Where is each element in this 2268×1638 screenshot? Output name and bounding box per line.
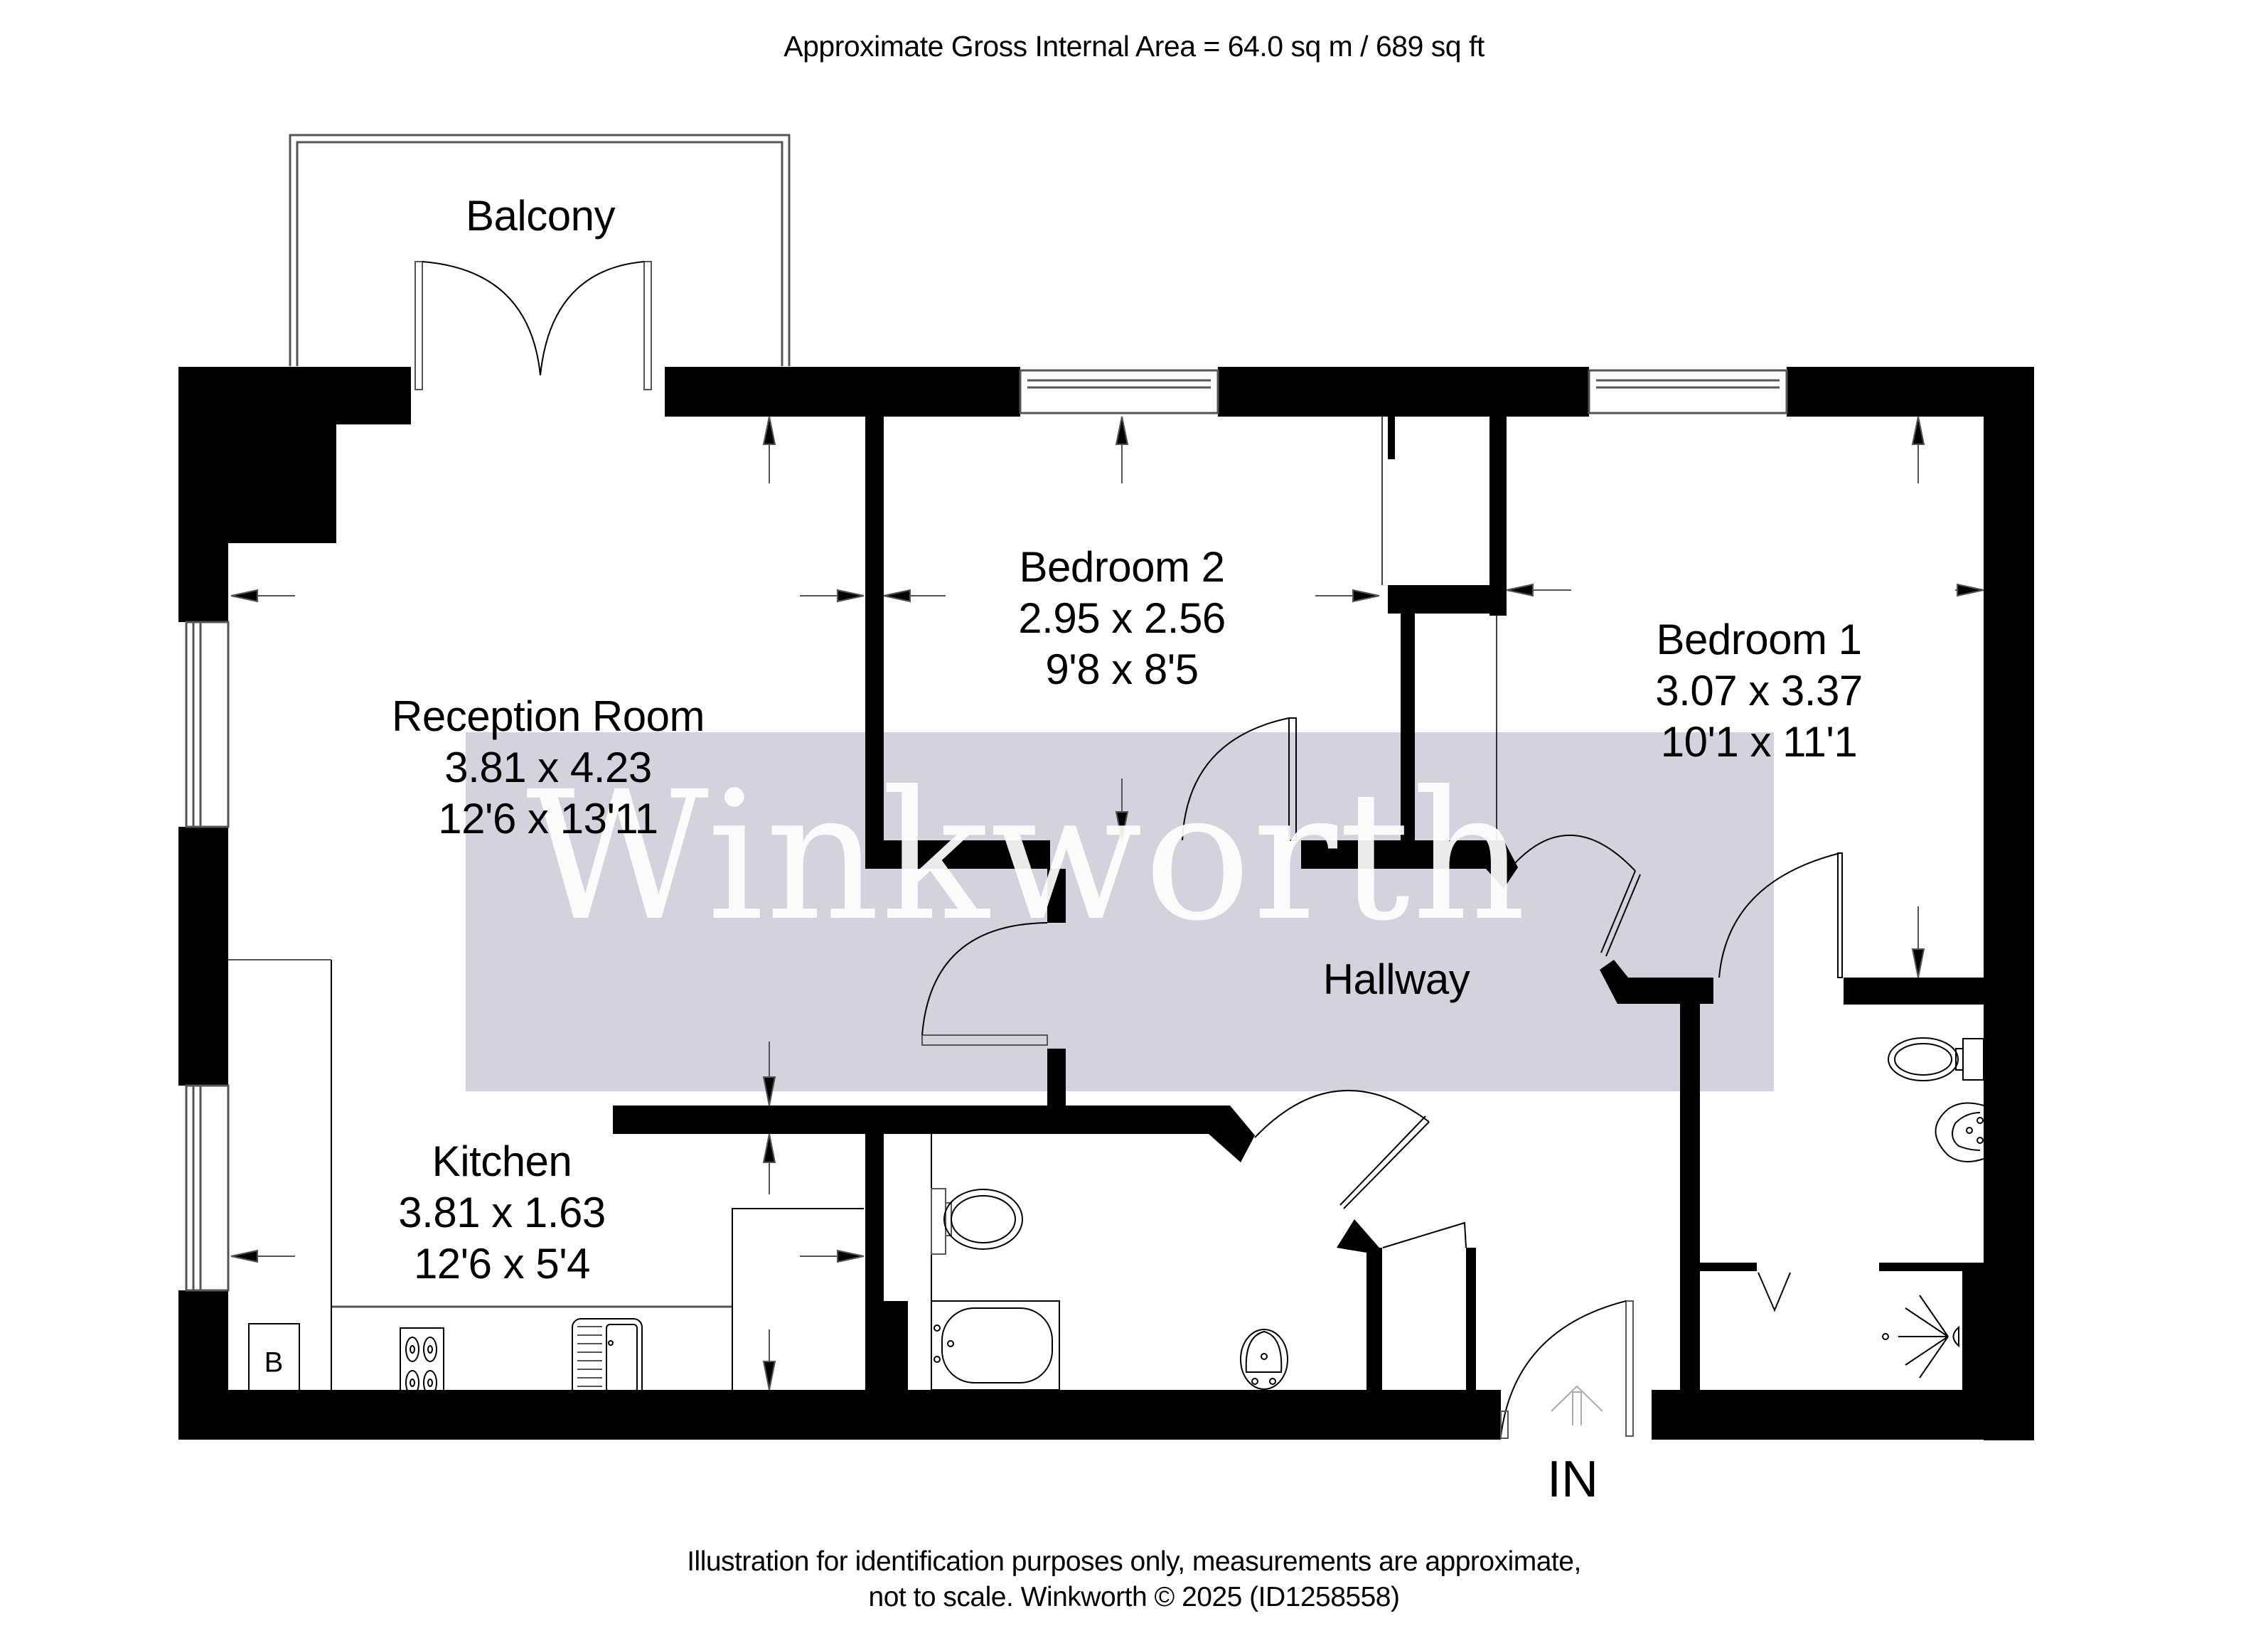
room-metric: 3.81 x 4.23 [444, 744, 652, 791]
ensuite-fixtures [1758, 1037, 1984, 1379]
gross-internal-area-header: Approximate Gross Internal Area = 64.0 s… [783, 30, 1485, 63]
disclaimer-line-1: Illustration for identification purposes… [687, 1546, 1581, 1577]
dimension-arrows [230, 416, 1984, 1391]
room-label-kitchen: Kitchen 3.81 x 1.63 12'6 x 5'4 [398, 1136, 606, 1290]
wall-reception-bedroom2 [865, 417, 884, 857]
room-name: Bedroom 1 [1656, 616, 1863, 663]
wall-bedroom1-left [1489, 417, 1507, 616]
disclaimer-footer: Illustration for identification purposes… [0, 1544, 2268, 1615]
balcony-outline [289, 134, 791, 366]
watermark: Winkworth [526, 753, 1528, 960]
shower-head-icon [1882, 1295, 1959, 1379]
ensuite-basin-icon [1935, 1102, 1984, 1162]
wall-top-b [1218, 367, 1589, 417]
wall-stub-center [1047, 869, 1066, 923]
door-bedroom2 [1288, 717, 1297, 841]
room-imperial: 12'6 x 5'4 [413, 1240, 591, 1288]
walls [178, 367, 2034, 1440]
boiler-label: B [264, 1347, 284, 1379]
wall-left-mid [178, 827, 228, 1086]
wall-shower-block [1962, 1263, 2033, 1391]
wall-right [1984, 367, 2034, 1440]
wall-top-left-corner [178, 367, 411, 622]
bath-icon [931, 1300, 1060, 1391]
wall-bottom-left [178, 1390, 1501, 1440]
wall-wardrobe-mid [1388, 585, 1498, 614]
wall-bedroom2-bottom-right [1301, 840, 1494, 869]
door-hallway-diag [1514, 834, 1636, 872]
balcony-french-doors [414, 261, 652, 390]
wall-stub-lower [1047, 1049, 1066, 1107]
room-metric: 3.81 x 1.63 [398, 1189, 606, 1236]
hob-icon [400, 1327, 444, 1413]
room-label-balcony: Balcony [466, 191, 615, 242]
wall-ensuite-divider-right [1879, 1263, 1986, 1271]
room-name: Reception Room [392, 692, 705, 740]
kitchen-fixtures [228, 959, 864, 1413]
basin-icon [1240, 1329, 1288, 1390]
room-name: Hallway [1322, 956, 1470, 1003]
room-metric: 3.07 x 3.37 [1655, 667, 1863, 714]
door-bathroom [1254, 1089, 1430, 1138]
room-label-hallway: Hallway [1323, 954, 1470, 1005]
room-name: Balcony [466, 192, 615, 240]
wall-top-a [665, 367, 1020, 417]
room-name: Kitchen [432, 1138, 572, 1185]
wall-bedroom2-right [1388, 417, 1395, 459]
entrance-arrow-icon [1551, 1385, 1603, 1425]
wall-ensuite-left [1680, 1004, 1700, 1391]
watermark-band [466, 732, 1774, 1091]
wall-bedroom1-bottom [1844, 978, 1986, 1005]
room-name: Bedroom 2 [1019, 543, 1226, 591]
wall-bathroom-right [1366, 1248, 1382, 1390]
window-bedroom2 [1019, 369, 1219, 414]
ensuite-toilet-icon [1962, 1038, 1984, 1081]
shower-screen-icon [1758, 1272, 1791, 1312]
room-imperial: 10'1 x 11'1 [1660, 718, 1858, 766]
wall-bathroom-left-block [865, 1301, 908, 1390]
wall-bottom-right [1652, 1390, 2034, 1440]
door-ensuite [1837, 852, 1843, 978]
windows [185, 369, 1788, 1292]
entrance-label: IN [1547, 1451, 1598, 1508]
wall-kitchen-top [613, 1106, 1217, 1134]
room-imperial: 9'8 x 8'5 [1045, 646, 1199, 693]
room-metric: 2.95 x 2.56 [1018, 594, 1226, 642]
boiler-icon [248, 1323, 300, 1403]
door-entrance [1625, 1300, 1634, 1437]
wall-bedroom2-bottom-left [865, 840, 1050, 869]
bathroom-fixtures [931, 1134, 1288, 1391]
disclaimer-line-2: not to scale. Winkworth © 2025 (ID125855… [868, 1582, 1400, 1612]
wall-ensuite-divider-left [1700, 1263, 1757, 1271]
room-label-bedroom2: Bedroom 2 2.95 x 2.56 9'8 x 8'5 [1018, 542, 1226, 695]
window-bedroom1 [1588, 369, 1788, 414]
toilet-icon [931, 1188, 946, 1255]
room-imperial: 12'6 x 13'11 [438, 795, 658, 842]
wall-wardrobe-left [1401, 614, 1415, 841]
doors [921, 417, 1843, 1439]
room-label-reception: Reception Room 3.81 x 4.23 12'6 x 13'11 [392, 691, 705, 845]
wall-cupboard-right [1466, 1248, 1476, 1390]
room-label-bedroom1: Bedroom 1 3.07 x 3.37 10'1 x 11'1 [1655, 614, 1863, 768]
door-reception [921, 1034, 1048, 1046]
